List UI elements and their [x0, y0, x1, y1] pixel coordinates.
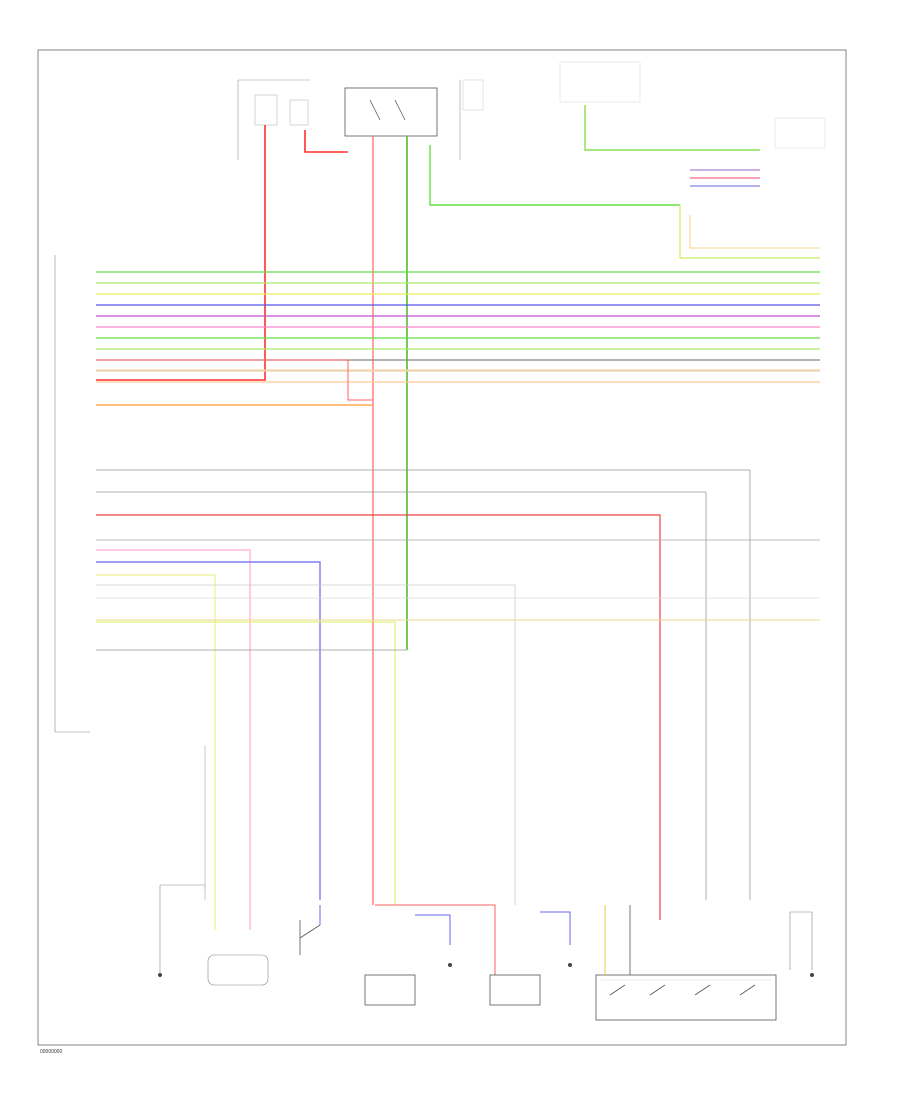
diagram-frame	[37, 49, 847, 1046]
hot-at-all-times	[559, 61, 826, 149]
wire-green-to-right	[429, 145, 680, 206]
wire-peach-right	[689, 215, 820, 249]
transmission-range-sensor	[364, 904, 496, 1006]
wire-yellow-green-right	[679, 205, 820, 259]
wire-red-jog	[96, 359, 373, 401]
wire-blue-switch	[96, 561, 321, 900]
wire-lightgray-range	[96, 584, 516, 905]
fuse-top-left	[237, 79, 310, 160]
bus-rows	[96, 271, 820, 383]
shift-position-sensor	[489, 911, 572, 1006]
input-speed-sensor	[207, 954, 269, 986]
selector-lever-component	[595, 905, 814, 1021]
tr-pressure-switch	[158, 884, 206, 977]
wire-yellow-sensor	[96, 574, 216, 930]
shift-lock-switch	[299, 905, 321, 955]
page-label: 00000000	[40, 1049, 62, 1055]
wire-pink-sensor	[96, 549, 251, 930]
wire-red-fuse	[96, 125, 266, 381]
relay-box	[344, 79, 484, 160]
wire-red-selector	[96, 514, 661, 920]
wire-yellow-module	[96, 621, 396, 905]
wire-green-top-right	[584, 105, 760, 151]
wire-red-relay-feed	[304, 130, 348, 153]
